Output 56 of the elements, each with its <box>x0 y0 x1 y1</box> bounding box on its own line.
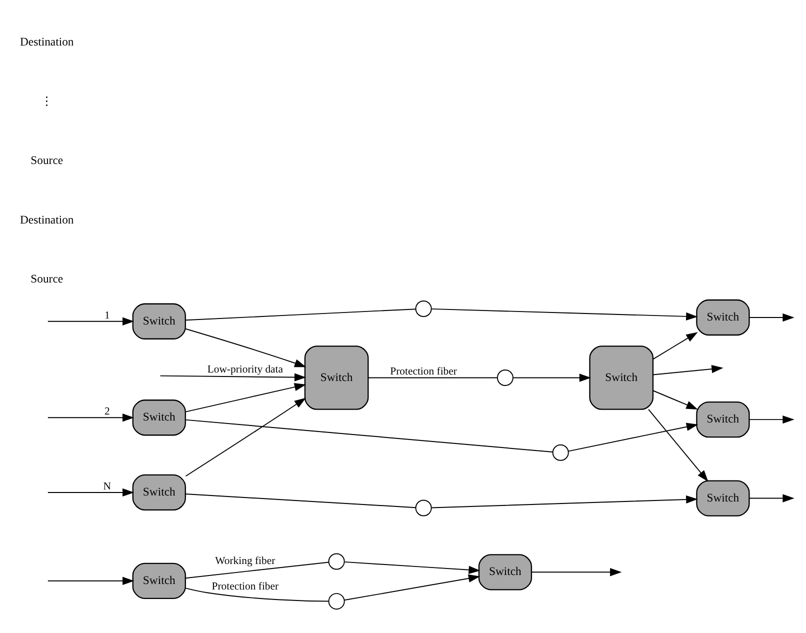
arrow <box>748 414 794 424</box>
edge-label: 1 <box>104 308 110 321</box>
node-circle <box>552 444 569 460</box>
arrow <box>185 328 306 367</box>
node-box: Switch <box>696 480 750 516</box>
arrow <box>652 332 698 360</box>
arrow <box>512 373 592 382</box>
arrow <box>431 494 698 508</box>
arrow <box>185 382 306 412</box>
node-circle <box>415 499 432 516</box>
label: Destination <box>20 34 74 48</box>
node-box: Switch <box>478 554 532 590</box>
node-box: Switch <box>696 298 750 336</box>
arrow <box>185 397 306 476</box>
arrow <box>47 413 134 422</box>
connector <box>185 587 330 602</box>
arrow <box>431 308 698 320</box>
label: Destination <box>20 212 74 226</box>
node-box: Switch <box>132 302 186 339</box>
node-box: Switch <box>132 562 186 598</box>
edge-label: N <box>103 480 111 492</box>
connector <box>185 561 330 578</box>
connector <box>185 493 416 508</box>
node-circle <box>328 552 345 570</box>
node-box: Switch <box>132 474 186 510</box>
arrow <box>47 316 134 325</box>
connector <box>185 308 416 320</box>
arrow <box>748 494 794 502</box>
label: Source <box>30 153 64 166</box>
arrow <box>344 560 480 574</box>
node-box: Switch <box>696 400 750 438</box>
arrow <box>648 408 708 482</box>
arrow <box>748 312 794 322</box>
label: ⋮ <box>40 94 53 108</box>
node-circle <box>415 300 432 316</box>
arrow <box>652 364 724 375</box>
arrow <box>652 390 698 409</box>
node-box: Switch <box>304 345 369 410</box>
node-circle <box>328 592 345 610</box>
edge-label: Low-priority data <box>207 363 284 376</box>
connector <box>368 376 498 378</box>
node-box: Switch <box>589 345 654 410</box>
label: Source <box>30 272 64 286</box>
arrow <box>531 568 622 576</box>
connector <box>184 418 554 452</box>
edge-label: Protection fiber <box>390 365 457 378</box>
edge-label: Protection fiber <box>212 580 279 592</box>
arrow <box>160 372 306 381</box>
arrow <box>47 488 134 496</box>
arrow <box>568 422 698 452</box>
edge-label: 2 <box>104 405 110 417</box>
node-circle <box>496 369 514 386</box>
node-box: Switch <box>132 399 186 436</box>
arrow <box>344 574 480 600</box>
edge-label: Working fiber <box>215 554 276 567</box>
arrow <box>47 576 134 584</box>
